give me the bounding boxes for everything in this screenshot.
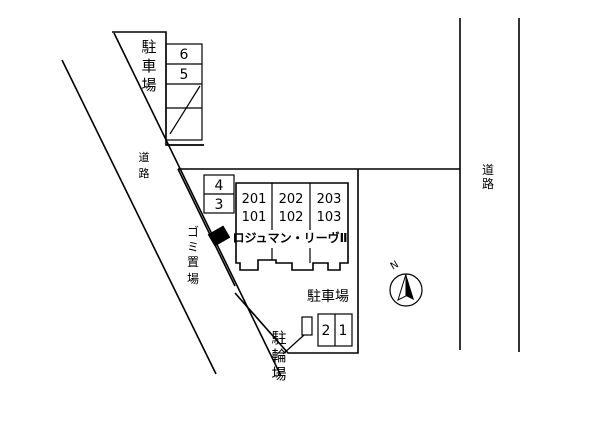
unit-101: 101 [242,210,267,225]
garbage-area-char-2: ミ [187,240,199,254]
garbage-area-label: ゴ ミ 置 場 [187,224,199,286]
top-parking-label-char-3: 場 [141,76,156,94]
unit-103: 103 [317,210,342,225]
bicycle-parking-leader [282,334,305,355]
garbage-area-marker [207,225,231,247]
parking-space-6: 6 [180,47,189,63]
garbage-area-char-1: ゴ [187,224,199,239]
parking-space-5: 5 [180,67,189,83]
top-parking: 6 5 [165,43,203,141]
bottom-parking-label: 駐車場 [307,288,349,305]
left-road-edge-outer [61,59,217,375]
parking-space-2: 2 [322,323,331,339]
north-label: N [389,259,401,272]
building: 201 202 203 101 102 103 ロジュマン・リーヴⅡ [232,182,349,271]
parking-slash [169,85,201,135]
top-parking-label: 駐 車 場 [141,38,156,94]
parking-space-1: 1 [339,323,348,339]
north-arrow: N [389,259,423,307]
top-parking-label-char-1: 駐 [141,38,156,56]
parking-space-4: 4 [215,178,224,194]
bicycle-parking-marker [301,316,313,336]
unit-203: 203 [317,192,342,207]
parking-space-3: 3 [215,197,224,213]
left-road-label-1: 道 [139,150,150,164]
unit-102: 102 [279,210,304,225]
top-parking-label-char-2: 車 [141,57,156,75]
bicycle-parking-char-1: 駐 [271,329,286,347]
left-road-edge-inner [113,32,282,377]
garbage-area-char-3: 置 [187,255,199,269]
bicycle-parking-label: 駐 輪 場 [271,329,286,383]
small-parking: 4 3 [203,174,235,214]
right-road-label-1: 道 [482,163,494,177]
bicycle-parking-char-2: 輪 [271,347,286,365]
unit-201: 201 [242,192,267,207]
unit-202: 202 [279,192,304,207]
right-road-label-2: 路 [482,176,494,191]
building-name: ロジュマン・リーヴⅡ [232,230,347,245]
bottom-parking-label-text: 駐車場 [307,288,349,305]
bottom-parking: 2 1 [317,313,353,347]
garbage-area-char-4: 場 [187,272,199,286]
left-road-label-2: 路 [139,167,150,180]
bicycle-parking-char-3: 場 [271,365,286,383]
